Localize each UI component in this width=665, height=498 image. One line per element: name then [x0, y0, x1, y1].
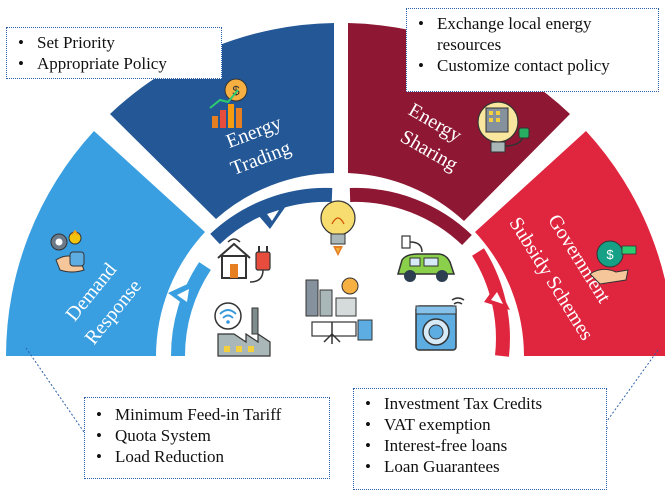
smart-plug-icon [477, 101, 530, 153]
inner-arc-sharing [349, 187, 472, 246]
handshake-gear-icon [50, 229, 85, 273]
callout-item: Quota System [96, 425, 325, 446]
arrowhead-trading-inner [267, 210, 279, 221]
connector-subsidy [601, 349, 659, 429]
demand-response-segment[interactable] [6, 131, 205, 356]
callout-item: Loan Guarantees [365, 456, 602, 477]
callout-energy-trading: Set Priority Appropriate Policy [6, 27, 222, 79]
callout-demand-response: Minimum Feed-in Tariff Quota System Load… [84, 397, 330, 479]
callout-item: Investment Tax Credits [365, 393, 602, 414]
callout-item: Customize contact policy [418, 55, 654, 76]
arrowhead-subsidy-inner [491, 292, 503, 304]
callout-item: Exchange local energy resources [418, 13, 654, 55]
arrowhead-demand-inner [177, 289, 189, 302]
callout-item: Interest-free loans [365, 435, 602, 456]
callout-item: VAT exemption [365, 414, 602, 435]
electric-car-icon [397, 235, 456, 282]
wifi-factory-icon [214, 302, 271, 357]
government-subsidy-segment[interactable] [475, 131, 665, 356]
callout-item: Appropriate Policy [18, 53, 217, 74]
inner-arc-demand [170, 262, 211, 357]
inner-arc-trading [210, 187, 333, 245]
light-bulb-icon [320, 200, 356, 256]
smart-washer-icon [415, 297, 465, 351]
callout-item: Load Reduction [96, 446, 325, 467]
smart-home-plug-icon [217, 238, 271, 283]
callout-item: Set Priority [18, 32, 217, 53]
coin-growth-icon: $ [209, 78, 248, 128]
money-hand-icon: $ [589, 240, 637, 285]
callout-energy-sharing: Exchange local energy resources Customiz… [406, 8, 659, 92]
connector-demand [25, 347, 88, 433]
smart-city-icon [305, 277, 373, 344]
callout-item: Minimum Feed-in Tariff [96, 404, 325, 425]
svg-text:$: $ [606, 247, 614, 262]
callout-government-subsidy: Investment Tax Credits VAT exemption Int… [353, 388, 607, 490]
